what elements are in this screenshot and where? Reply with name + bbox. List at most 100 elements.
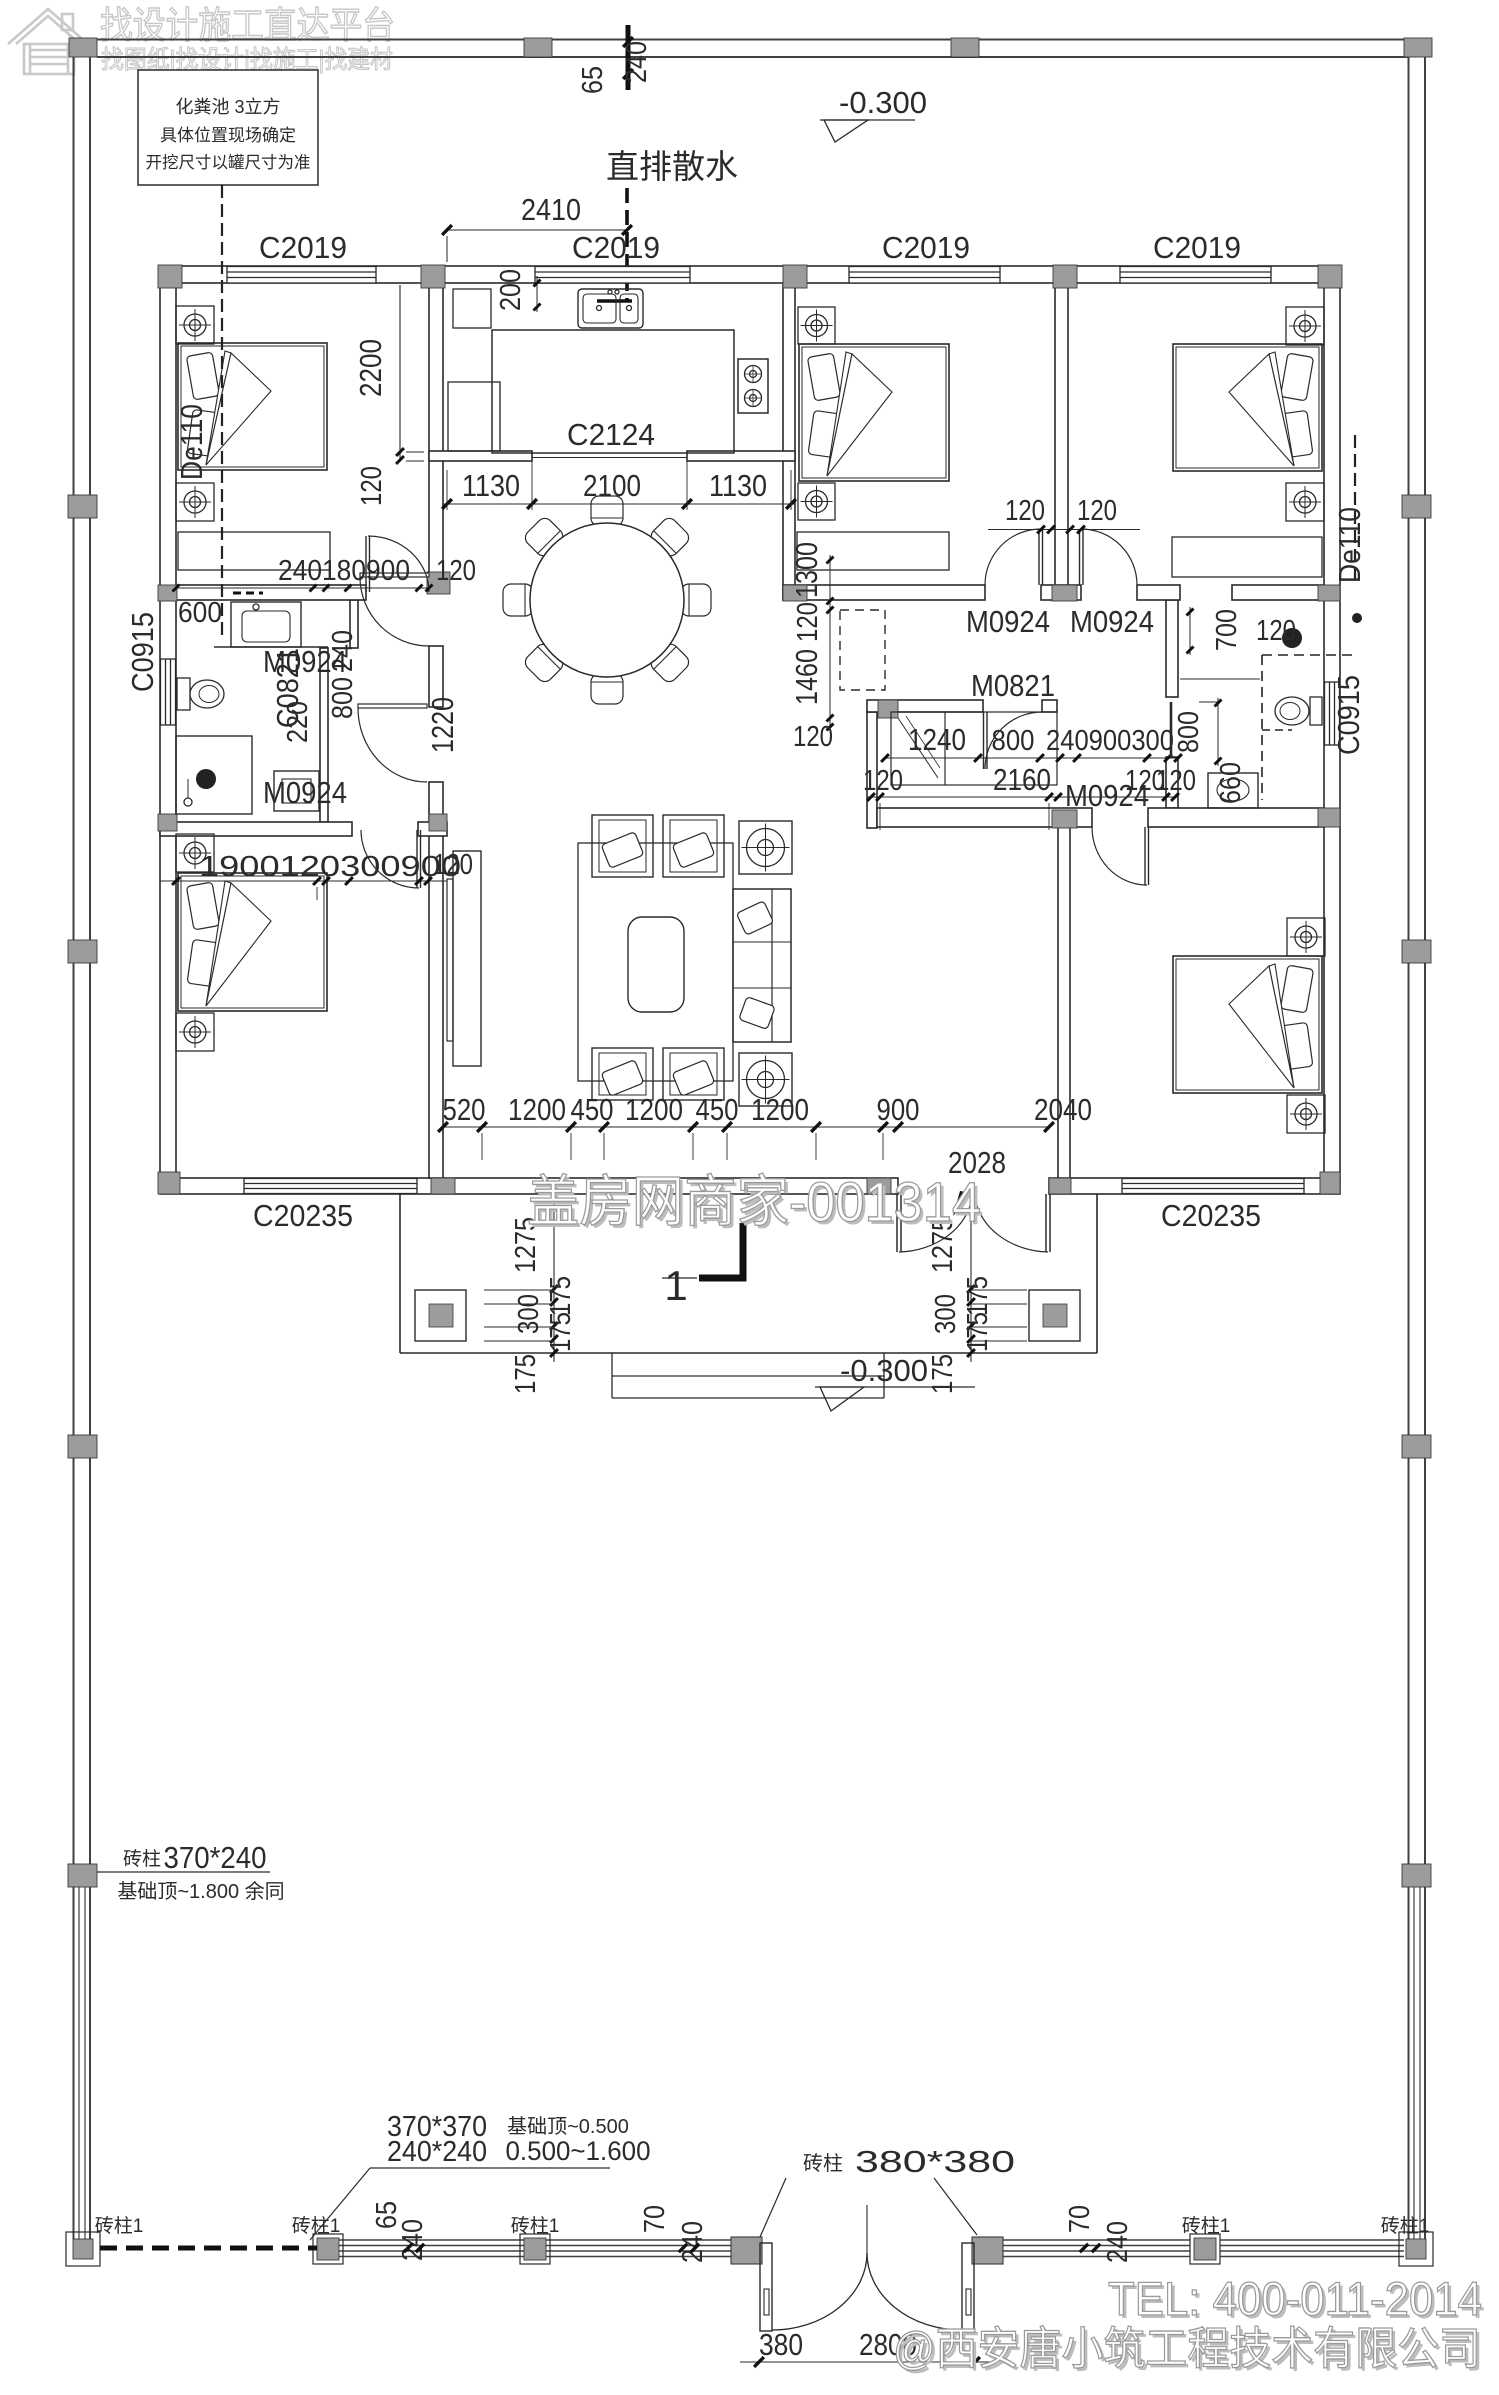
svg-text:直排散水: 直排散水 xyxy=(606,148,738,185)
svg-text:M0821: M0821 xyxy=(971,668,1055,703)
svg-text:砖柱1: 砖柱1 xyxy=(95,2215,144,2237)
svg-text:砖柱: 砖柱 xyxy=(803,2152,843,2175)
svg-text:2028: 2028 xyxy=(948,1145,1006,1180)
svg-text:800: 800 xyxy=(1173,711,1205,753)
svg-text:1200: 1200 xyxy=(751,1092,809,1127)
svg-text:C2019: C2019 xyxy=(572,230,660,265)
svg-text:240180900: 240180900 xyxy=(278,555,410,587)
svg-text:@西安唐小筑工程技术有限公司: @西安唐小筑工程技术有限公司 xyxy=(893,2323,1481,2374)
svg-text:240: 240 xyxy=(621,41,653,83)
svg-text:2200: 2200 xyxy=(353,339,388,397)
svg-text:@西安唐小筑工程技术有限公司: @西安唐小筑工程技术有限公司 xyxy=(896,2326,1484,2377)
svg-text:450: 450 xyxy=(696,1092,739,1127)
svg-text:175: 175 xyxy=(962,1276,994,1316)
svg-text:240900300: 240900300 xyxy=(1046,725,1174,757)
svg-text:120: 120 xyxy=(1125,765,1165,797)
svg-text:65: 65 xyxy=(577,66,609,94)
svg-text:300: 300 xyxy=(513,1294,545,1334)
svg-text:1: 1 xyxy=(664,1262,687,1309)
svg-text:C2019: C2019 xyxy=(1153,230,1241,265)
svg-text:300: 300 xyxy=(930,1294,962,1334)
svg-text:M0924: M0924 xyxy=(263,644,347,679)
svg-text:660: 660 xyxy=(1215,762,1247,804)
svg-text:220: 220 xyxy=(282,701,314,743)
svg-text:De110: De110 xyxy=(1332,507,1367,583)
svg-text:盖房网商家-001314: 盖房网商家-001314 xyxy=(530,1173,984,1236)
svg-text:380: 380 xyxy=(759,2327,803,2362)
svg-text:1275: 1275 xyxy=(927,1217,959,1273)
svg-text:450: 450 xyxy=(571,1092,614,1127)
svg-text:1275: 1275 xyxy=(510,1217,542,1273)
svg-text:2800: 2800 xyxy=(859,2327,917,2362)
svg-text:120: 120 xyxy=(1156,765,1196,797)
svg-text:基础顶~0.500: 基础顶~0.500 xyxy=(507,2115,629,2138)
svg-text:开挖尺寸以罐尺寸为准: 开挖尺寸以罐尺寸为准 xyxy=(146,153,311,172)
svg-text:2160: 2160 xyxy=(993,762,1051,797)
svg-text:240: 240 xyxy=(397,2219,429,2261)
svg-text:120: 120 xyxy=(1005,495,1045,527)
svg-text:1130: 1130 xyxy=(462,468,520,503)
svg-text:175: 175 xyxy=(962,1312,994,1352)
svg-text:120: 120 xyxy=(1077,495,1117,527)
svg-text:120: 120 xyxy=(1256,615,1296,647)
svg-text:520: 520 xyxy=(443,1092,486,1127)
svg-text:120: 120 xyxy=(356,466,388,506)
svg-text:700: 700 xyxy=(1211,609,1243,651)
svg-text:C2019: C2019 xyxy=(882,230,970,265)
svg-text:砖柱1: 砖柱1 xyxy=(292,2215,341,2237)
svg-text:370*370: 370*370 xyxy=(387,2111,487,2143)
svg-text:600: 600 xyxy=(178,597,222,629)
svg-text:120: 120 xyxy=(793,721,833,753)
svg-text:175: 175 xyxy=(927,1354,959,1394)
svg-text:C0915: C0915 xyxy=(1331,675,1366,755)
svg-text:175: 175 xyxy=(545,1276,577,1316)
svg-text:120: 120 xyxy=(433,849,473,881)
svg-text:基础顶~1.800 余同: 基础顶~1.800 余同 xyxy=(117,1880,284,1903)
svg-text:1460: 1460 xyxy=(789,649,824,705)
svg-text:C2019: C2019 xyxy=(259,230,347,265)
svg-text:1300: 1300 xyxy=(789,542,824,598)
svg-text:M0924: M0924 xyxy=(1070,604,1154,639)
svg-text:900: 900 xyxy=(877,1092,920,1127)
svg-text:70: 70 xyxy=(1064,2205,1096,2233)
svg-text:盖房网商家-001314: 盖房网商家-001314 xyxy=(527,1170,981,1233)
svg-text:M0924: M0924 xyxy=(966,604,1050,639)
svg-text:240: 240 xyxy=(327,630,359,672)
svg-text:240*240: 240*240 xyxy=(387,2136,487,2168)
svg-text:800: 800 xyxy=(327,677,359,719)
svg-text:1130: 1130 xyxy=(709,468,767,503)
svg-text:砖柱: 砖柱 xyxy=(123,1848,161,1870)
svg-text:1200: 1200 xyxy=(625,1092,683,1127)
svg-text:240: 240 xyxy=(677,2221,709,2263)
svg-text:370*240: 370*240 xyxy=(164,1840,267,1875)
svg-text:砖柱1: 砖柱1 xyxy=(1182,2215,1231,2237)
svg-text:240: 240 xyxy=(1102,2221,1134,2263)
svg-text:-0.300: -0.300 xyxy=(839,85,927,120)
svg-text:C2124: C2124 xyxy=(567,417,655,452)
svg-text:砖柱1: 砖柱1 xyxy=(1381,2215,1430,2237)
svg-text:M0924: M0924 xyxy=(263,775,347,810)
svg-text:具体位置现场确定: 具体位置现场确定 xyxy=(160,126,296,145)
svg-text:120: 120 xyxy=(792,602,824,642)
svg-text:0.500~1.600: 0.500~1.600 xyxy=(506,2136,651,2166)
svg-text:1200: 1200 xyxy=(508,1092,566,1127)
svg-text:砖柱1: 砖柱1 xyxy=(511,2215,560,2237)
svg-text:65: 65 xyxy=(371,2201,403,2229)
svg-text:2040: 2040 xyxy=(1034,1092,1092,1127)
svg-text:化粪池 3立方: 化粪池 3立方 xyxy=(175,97,280,117)
svg-text:M0924: M0924 xyxy=(1065,778,1149,813)
svg-text:-0.300: -0.300 xyxy=(840,1353,928,1388)
svg-text:C0821: C0821 xyxy=(270,648,305,728)
svg-text:TEL: 400-011-2014: TEL: 400-011-2014 xyxy=(1111,2275,1485,2328)
svg-text:175: 175 xyxy=(545,1312,577,1352)
svg-text:1240: 1240 xyxy=(908,722,966,757)
svg-text:C20235: C20235 xyxy=(1161,1198,1261,1233)
svg-text:TEL: 400-011-2014: TEL: 400-011-2014 xyxy=(1108,2272,1482,2325)
svg-text:C0915: C0915 xyxy=(125,612,160,692)
svg-text:120: 120 xyxy=(436,555,476,587)
svg-text:120: 120 xyxy=(863,765,903,797)
svg-text:200: 200 xyxy=(495,269,527,311)
svg-text:De110: De110 xyxy=(174,404,209,480)
svg-text:2410: 2410 xyxy=(521,192,581,227)
svg-text:800: 800 xyxy=(992,725,1035,757)
